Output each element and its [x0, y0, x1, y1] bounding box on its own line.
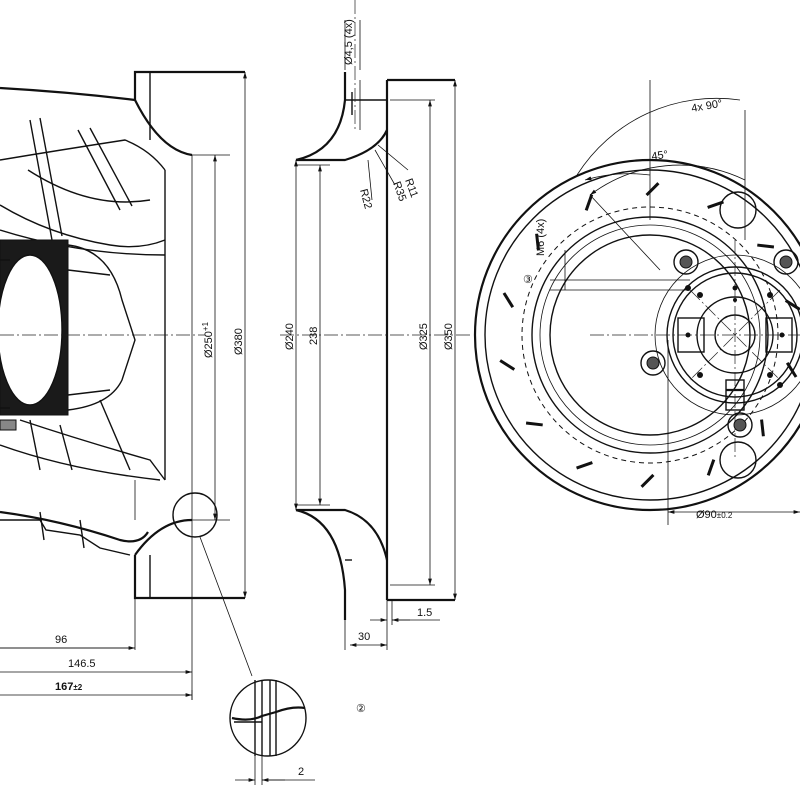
angle-45-label: 45°	[651, 149, 669, 163]
mount-screw	[640, 249, 799, 438]
front-view	[473, 80, 800, 525]
angle-45-wrap: 45°	[651, 149, 669, 163]
dim-d240-label: Ø240	[284, 323, 296, 350]
dim-d250-label: Ø250+1	[201, 321, 215, 358]
angle-4x90-label: 4x 90°	[690, 98, 723, 115]
inlet-ring-view	[280, 0, 470, 650]
blade-mark	[499, 359, 516, 371]
dim-96-label: 96	[55, 634, 67, 646]
detail-dim-2-label: 2	[298, 766, 304, 778]
dim-d380-label: Ø380	[233, 328, 245, 355]
dim-d90-value: Ø90	[696, 509, 717, 521]
r22-label-wrap: R22	[357, 188, 374, 211]
blade-mark	[706, 459, 716, 476]
detail-marker: ②	[356, 703, 366, 715]
dim-d350-label: Ø350	[443, 323, 455, 350]
thread-spec-label: M6 (4x)	[535, 219, 547, 256]
front-view-marker: ③	[523, 274, 533, 286]
dim-d250-tolerance: +1	[201, 321, 210, 331]
thread-spec-wrap: M6 (4x)	[535, 219, 547, 256]
blade-mark	[584, 194, 594, 211]
detail-view	[229, 679, 315, 785]
hole-spec-label: Ø4,5 (4x)	[343, 19, 355, 65]
svg-text:Ø90±0.2: Ø90±0.2	[696, 509, 733, 521]
dim-d325-label-wrap: Ø325	[418, 323, 430, 350]
blade-mark	[576, 461, 593, 470]
r22-label: R22	[357, 188, 374, 211]
dim-d90-tolerance: ±0.2	[717, 511, 733, 520]
dim-d350-label-wrap: Ø350	[443, 323, 455, 350]
dim-d90-label: Ø90±0.2	[696, 509, 733, 521]
dim-d380-label-wrap: Ø380	[233, 328, 245, 355]
dim-30-label: 30	[358, 631, 370, 643]
dim-146-5-label: 146.5	[68, 658, 96, 670]
svg-text:Ø250+1: Ø250+1	[201, 321, 215, 358]
blade-mark	[525, 421, 543, 427]
dim-238-label-wrap: 238	[308, 327, 320, 345]
blade-mark	[640, 473, 655, 488]
svg-text:167±2: 167±2	[55, 681, 83, 693]
blade-mark	[760, 419, 765, 437]
dim-167-tolerance: ±2	[73, 683, 82, 692]
dim-238-label: 238	[308, 327, 320, 345]
hole-spec-label-wrap: Ø4,5 (4x)	[343, 19, 355, 65]
blade-mark	[535, 233, 540, 251]
blade-mark	[645, 182, 660, 197]
blade-mark	[757, 243, 775, 249]
angle-4x90-wrap: 4x 90°	[690, 98, 723, 115]
dim-167-value: 167	[55, 681, 73, 693]
dim-d240-label-wrap: Ø240	[284, 323, 296, 350]
dim-1-5-label: 1.5	[417, 607, 432, 619]
dim-d325-label: Ø325	[418, 323, 430, 350]
blade-mark	[502, 292, 515, 308]
dim-d250-value: Ø250	[203, 331, 215, 358]
dim-167-label: 167±2	[55, 681, 83, 693]
side-view	[0, 70, 253, 700]
